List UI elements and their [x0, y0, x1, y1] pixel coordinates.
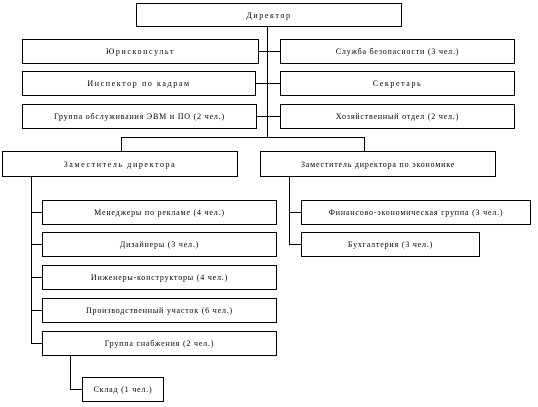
connector-economics-unit-2: [289, 244, 302, 245]
director-main-connector: [267, 26, 268, 137]
connector-deputy-unit-1: [31, 212, 43, 213]
connector-deputy-unit-3: [31, 277, 43, 278]
warehouse-box: Склад (1 чел.): [82, 377, 164, 402]
connector-deputy-unit-5: [31, 343, 43, 344]
connector-left-staff-2: [255, 83, 268, 84]
household-department-box: Хозяйственный отдел (2 чел.): [280, 104, 515, 129]
connector-deputy: [121, 137, 122, 151]
connector-sub-unit: [70, 389, 83, 390]
director-box: Директор: [136, 3, 402, 27]
connector-deputy-unit-2: [31, 244, 43, 245]
connector-left-staff-3: [256, 116, 268, 117]
connector-economics-unit-1: [289, 212, 302, 213]
deputy-units-spine: [31, 177, 32, 344]
designers-box: Дизайнеры (3 чел.): [42, 232, 277, 257]
economics-units-spine: [289, 177, 290, 244]
secretary-box: Секретарь: [280, 71, 515, 96]
sub-unit-spine: [70, 356, 71, 390]
accounting-box: Бухгалтерия (3 чел.): [301, 232, 480, 257]
connector-deputy-unit-4: [31, 310, 43, 311]
production-site-box: Производственный участок (6 чел.): [42, 298, 277, 323]
connector-right-staff-3: [267, 116, 281, 117]
deputy-director-economics-box: Заместитель директора по экономике: [260, 151, 496, 177]
design-engineers-box: Инженеры-конструкторы (4 чел.): [42, 265, 277, 290]
supply-group-box: Группа снабжения (2 чел.): [42, 331, 277, 356]
deputies-crossbar: [121, 137, 365, 138]
deputy-director-box: Заместитель директора: [2, 151, 238, 177]
connector-deputy-economics: [364, 137, 365, 151]
connector-right-staff-1: [267, 51, 281, 52]
advertising-managers-box: Менеджеры по рекламе (4 чел.): [42, 200, 277, 225]
connector-right-staff-2: [267, 83, 281, 84]
connector-left-staff-1: [258, 51, 268, 52]
security-service-box: Служба безопасности (3 чел.): [280, 39, 515, 64]
finance-economics-group-box: Финансово-экономическая группа (3 чел.): [301, 200, 531, 225]
legal-adviser-box: Юрисконсульт: [22, 39, 259, 64]
hr-inspector-box: Инспектор по кадрам: [22, 71, 256, 96]
computer-service-group-box: Группа обслуживания ЭВМ и ПО (2 чел.): [22, 104, 257, 129]
